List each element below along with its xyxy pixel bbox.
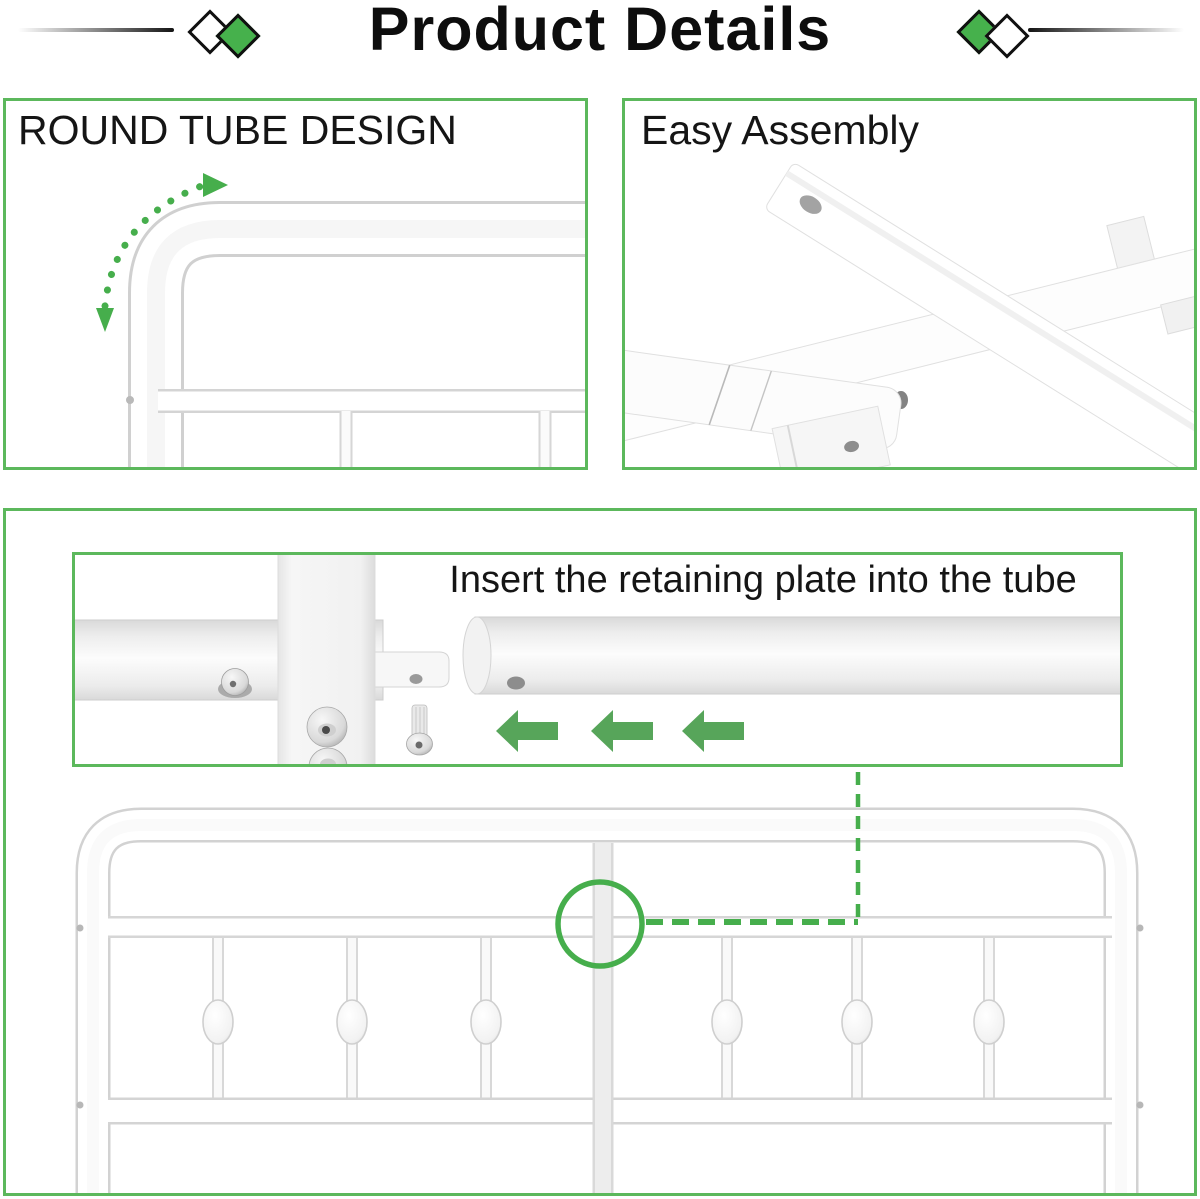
bolt-hole-icon xyxy=(799,195,822,214)
diagonal-tube xyxy=(766,163,1194,467)
round-tube-illustration xyxy=(96,173,585,467)
post-screws xyxy=(306,706,348,764)
easy-assembly-panel: Easy Assembly xyxy=(622,98,1197,470)
retaining-plate-panel: Insert the retaining plate into the tube xyxy=(3,508,1197,1196)
easy-assembly-illustration xyxy=(625,163,1194,467)
left-arrow-icons xyxy=(496,710,744,752)
screw-dot-icon xyxy=(126,396,134,404)
title-rule-right-icon xyxy=(1028,28,1184,32)
round-tube-title: ROUND TUBE DESIGN xyxy=(18,107,457,153)
screw-hole-icon xyxy=(844,440,860,453)
tube-bolt xyxy=(218,668,252,698)
tube-open-end xyxy=(462,616,492,695)
tube-corner xyxy=(128,201,585,467)
mounting-bracket xyxy=(771,405,891,467)
hook-bracket xyxy=(1160,293,1194,335)
easy-assembly-title: Easy Assembly xyxy=(641,107,919,153)
plate-hole-icon xyxy=(409,674,423,684)
loose-screw xyxy=(406,704,433,756)
insert-instruction-caption: Insert the retaining plate into the tube xyxy=(449,559,1077,601)
page-header: Product Details xyxy=(0,0,1200,90)
round-tube-panel: ROUND TUBE DESIGN xyxy=(3,98,588,470)
right-tube xyxy=(462,616,1120,695)
post-screw-dots xyxy=(76,924,1144,1109)
insert-instruction-illustration xyxy=(75,555,1120,764)
insert-instruction-panel: Insert the retaining plate into the tube xyxy=(72,552,1123,767)
title-rule-left-icon xyxy=(18,28,174,32)
headboard-illustration xyxy=(75,772,1144,1193)
headboard-spindles xyxy=(202,936,1005,1103)
headboard-frame xyxy=(75,807,1139,1193)
side-rail xyxy=(625,215,1194,450)
dotted-curve-arrow-icon xyxy=(96,173,228,332)
green-circle-highlight-icon xyxy=(555,879,645,969)
finial-balls xyxy=(202,999,1005,1045)
page-title: Product Details xyxy=(368,0,832,63)
retaining-plate xyxy=(374,651,450,688)
spindle-bars xyxy=(339,411,552,467)
tube-hole-icon xyxy=(507,676,525,690)
